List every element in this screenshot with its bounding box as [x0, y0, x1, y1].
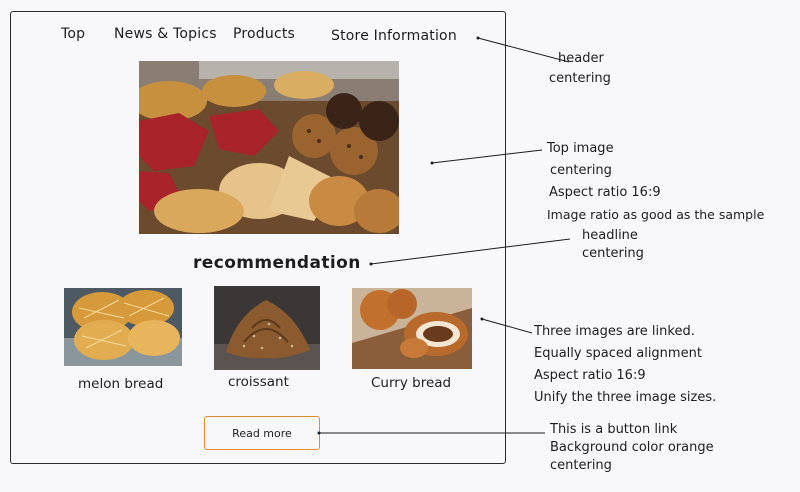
headline-recommendation: recommendation	[193, 253, 361, 273]
note-headline-line-1: headline	[582, 228, 638, 243]
note-button-line-3: centering	[550, 458, 612, 473]
note-products-line-1: Three images are linked.	[534, 324, 695, 339]
arrow-products	[480, 317, 533, 334]
note-headline: headline centering	[582, 227, 644, 263]
note-top-image-line-2: centering	[550, 163, 612, 178]
arrow-headline	[369, 238, 571, 266]
nav-top[interactable]: Top	[61, 26, 86, 42]
note-top-image-line-3: Aspect ratio 16:9	[549, 185, 661, 200]
note-header: header centering	[549, 49, 611, 89]
nav-store-information[interactable]: Store Information	[331, 28, 457, 44]
note-products: Three images are linked. Equally spaced …	[534, 321, 716, 409]
nav-products[interactable]: Products	[233, 26, 296, 42]
arrow-top-image	[430, 149, 543, 165]
note-header-line-2: centering	[549, 71, 611, 86]
note-headline-line-2: centering	[582, 246, 644, 261]
product-caption-croissant[interactable]: croissant	[228, 374, 289, 390]
note-products-line-4: Unify the three image sizes.	[534, 390, 717, 405]
top-image-pastries	[139, 61, 399, 234]
note-button-line-1: This is a button link	[550, 422, 678, 437]
product-image-curry-bread[interactable]	[352, 288, 472, 369]
note-products-line-3: Aspect ratio 16:9	[534, 368, 646, 383]
product-image-melon-bread[interactable]	[64, 288, 182, 366]
arrow-header	[476, 36, 570, 63]
note-products-line-2: Equally spaced alignment	[534, 346, 702, 361]
note-top-image-line-1: Top image	[547, 141, 614, 156]
product-caption-melon-bread[interactable]: melon bread	[78, 376, 164, 392]
product-caption-curry-bread[interactable]: Curry bread	[371, 375, 452, 391]
note-header-line-1: header	[558, 51, 604, 66]
note-top-image: Top image centering Aspect ratio 16:9 Im…	[547, 138, 764, 226]
note-button: This is a button link Background color o…	[550, 421, 714, 475]
read-more-button[interactable]: Read more	[204, 416, 320, 450]
page-mockup-frame	[10, 11, 506, 464]
product-image-croissant[interactable]	[214, 286, 320, 370]
nav-news-topics[interactable]: News & Topics	[114, 26, 217, 42]
note-button-line-2: Background color orange	[550, 440, 714, 455]
note-top-image-line-4: Image ratio as good as the sample	[547, 207, 765, 222]
